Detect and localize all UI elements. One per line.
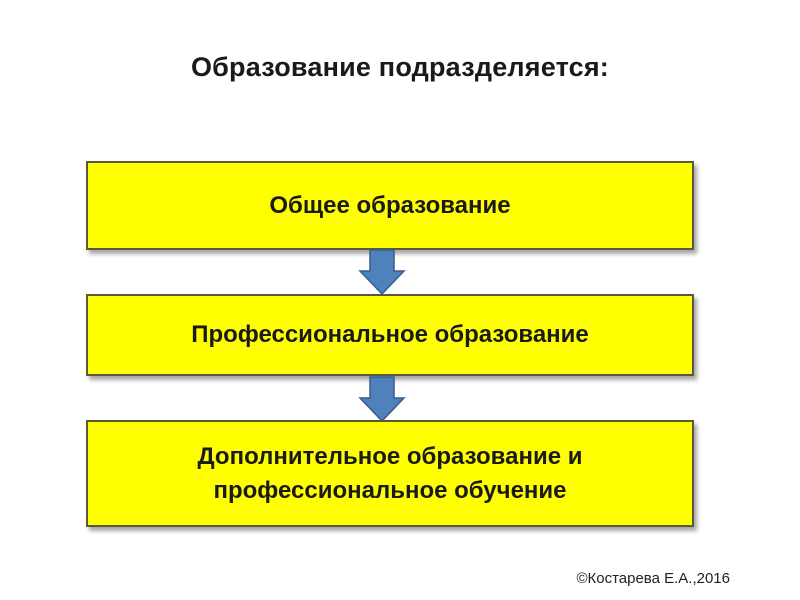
down-arrow-icon: [358, 376, 406, 422]
general-education-box: Общее образование: [86, 161, 694, 250]
slide-title: Образование подразделяется:: [190, 52, 610, 82]
copyright-note: ©Костарева Е.А.,2016: [576, 570, 730, 587]
additional-education-label: Дополнительное образование и профессиона…: [197, 442, 583, 504]
down-arrow-icon: [358, 249, 406, 295]
professional-education-box: Профессиональное образование: [86, 294, 694, 376]
general-education-label: Общее образование: [269, 191, 511, 219]
additional-education-box: Дополнительное образование и профессиона…: [86, 420, 694, 527]
professional-education-label: Профессиональное образование: [191, 321, 589, 349]
